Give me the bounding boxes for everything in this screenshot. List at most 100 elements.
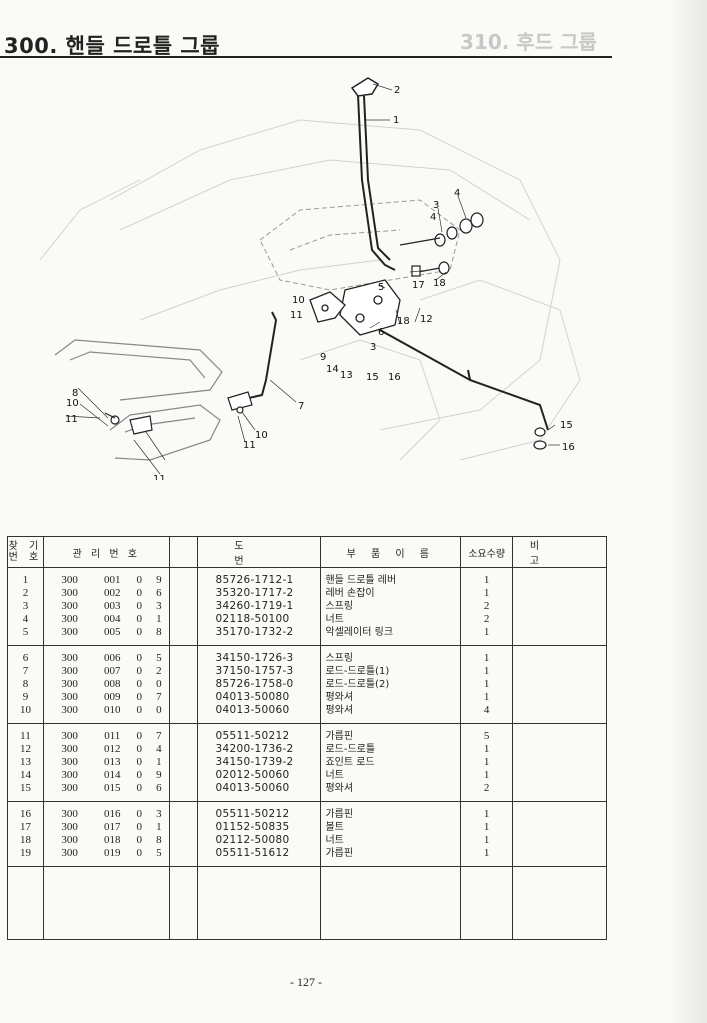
cell-drawing-no: 37150-1757-3 bbox=[196, 665, 322, 678]
header-remark: 비 고 bbox=[512, 536, 607, 568]
cell-part-name: 로드-드로틀 bbox=[320, 743, 462, 756]
cell-remark-2 bbox=[556, 801, 607, 821]
cell-seq: 008 bbox=[104, 678, 121, 690]
cell-remark bbox=[512, 567, 557, 587]
cell-group: 300 bbox=[42, 801, 96, 821]
cell-check-b: 5 bbox=[149, 847, 170, 867]
cell-remark-2 bbox=[556, 567, 607, 587]
cell-qty: 2 bbox=[460, 613, 514, 626]
cell-remark bbox=[512, 704, 557, 724]
cell-check-a: 0 bbox=[136, 665, 142, 677]
cell-check-a: 0 bbox=[136, 587, 142, 599]
header-gap bbox=[169, 536, 198, 568]
cell-check-b: 6 bbox=[149, 587, 170, 600]
cell-seq: 006 bbox=[104, 652, 121, 664]
cell-drawing-no: 02118-50100 bbox=[196, 613, 322, 626]
cell-seq: 013 bbox=[104, 756, 121, 768]
cell-check-b: 0 bbox=[149, 704, 170, 724]
cell-drawing-no: 04013-50060 bbox=[196, 782, 322, 802]
header-qty: 소요수량 bbox=[460, 536, 514, 568]
cell-ref-no: 17 bbox=[7, 821, 44, 834]
callout-16b: 16 bbox=[562, 442, 575, 453]
callout-3b: 3 bbox=[370, 342, 376, 353]
spring-nut-stack bbox=[399, 212, 484, 247]
callout-3: 3 bbox=[433, 200, 439, 211]
cell-ref-no: 12 bbox=[7, 743, 44, 756]
cell-group: 300 bbox=[42, 600, 96, 613]
cell-part-name: 평와셔 bbox=[320, 691, 462, 704]
cell-check-a: 0 bbox=[136, 834, 142, 846]
cell-gap bbox=[169, 782, 198, 802]
cell-gap bbox=[169, 801, 198, 821]
callout-11c: 11 bbox=[153, 474, 166, 480]
cell-gap bbox=[169, 587, 198, 600]
cell-part-name: 평와셔 bbox=[320, 704, 462, 724]
cell-ref-no: 16 bbox=[7, 801, 44, 821]
cell-drawing-no: 35320-1717-2 bbox=[196, 587, 322, 600]
cell-remark-2 bbox=[556, 691, 607, 704]
cell-check-a: 0 bbox=[129, 782, 150, 802]
page-number: - 127 - bbox=[290, 975, 322, 989]
cell-check-a: 0 bbox=[136, 691, 142, 703]
callout-16: 16 bbox=[388, 372, 401, 383]
cell-seq: 019 bbox=[95, 847, 130, 867]
cell-group: 300 bbox=[42, 704, 96, 724]
cell-gap bbox=[169, 834, 198, 847]
callout-15b: 15 bbox=[560, 420, 573, 431]
cell-seq: 014 bbox=[104, 769, 121, 781]
callout-numbers: 1 2 3 3 4 4 5 6 7 8 9 10 10 10 11 11 11 … bbox=[65, 85, 575, 480]
cell-ref-no: 19 bbox=[7, 847, 44, 867]
cell-check-b: 1 bbox=[149, 821, 170, 834]
cell-seq: 011 bbox=[104, 730, 121, 742]
cell-seq: 002 bbox=[104, 587, 121, 599]
lever-knob bbox=[350, 77, 380, 97]
cell-qty: 1 bbox=[460, 756, 514, 769]
cell-remark bbox=[512, 691, 557, 704]
cell-seq: 001 bbox=[104, 574, 121, 586]
cell-drawing-no: 04013-50080 bbox=[196, 691, 322, 704]
cell-remark-2 bbox=[556, 821, 607, 834]
cell-part-name: 가릅핀 bbox=[320, 801, 462, 821]
empty-cell bbox=[320, 866, 462, 940]
empty-cell bbox=[149, 866, 170, 940]
cell-group: 300 bbox=[42, 821, 96, 834]
cell-drawing-no: 05511-51612 bbox=[196, 847, 322, 867]
cell-drawing-no: 02112-50080 bbox=[196, 834, 322, 847]
cell-check-a: 0 bbox=[136, 756, 142, 768]
callout-1: 1 bbox=[393, 115, 399, 126]
cell-group: 300 bbox=[42, 743, 96, 756]
cell-qty: 1 bbox=[460, 821, 514, 834]
throttle-rod-1 bbox=[239, 311, 278, 401]
cell-check-b: 9 bbox=[149, 769, 170, 782]
cell-drawing-no: 05511-50212 bbox=[196, 801, 322, 821]
callout-8: 8 bbox=[72, 388, 78, 399]
cell-seq: 012 bbox=[104, 743, 121, 755]
cell-check-a: 0 bbox=[136, 652, 142, 664]
rod-end-parts bbox=[533, 427, 547, 450]
cell-group: 300 bbox=[42, 567, 96, 587]
cell-check-a: 0 bbox=[136, 678, 142, 690]
cell-group: 300 bbox=[42, 847, 96, 867]
callout-18: 18 bbox=[433, 278, 446, 289]
cell-gap bbox=[169, 769, 198, 782]
cell-group: 300 bbox=[42, 756, 96, 769]
cell-remark-2 bbox=[556, 704, 607, 724]
header-name: 부 품 이 름 bbox=[320, 536, 462, 568]
cell-gap bbox=[169, 665, 198, 678]
cell-drawing-no: 04013-50060 bbox=[196, 704, 322, 724]
cell-remark bbox=[512, 834, 557, 847]
cell-remark-2 bbox=[556, 769, 607, 782]
cell-qty: 1 bbox=[460, 743, 514, 756]
cell-ref-no: 5 bbox=[7, 626, 44, 646]
cell-remark bbox=[512, 821, 557, 834]
cell-group: 300 bbox=[42, 665, 96, 678]
cell-ref-no: 14 bbox=[7, 769, 44, 782]
cell-seq: 007 bbox=[104, 665, 121, 677]
cell-part-name: 평와셔 bbox=[320, 782, 462, 802]
empty-cell bbox=[42, 866, 96, 940]
